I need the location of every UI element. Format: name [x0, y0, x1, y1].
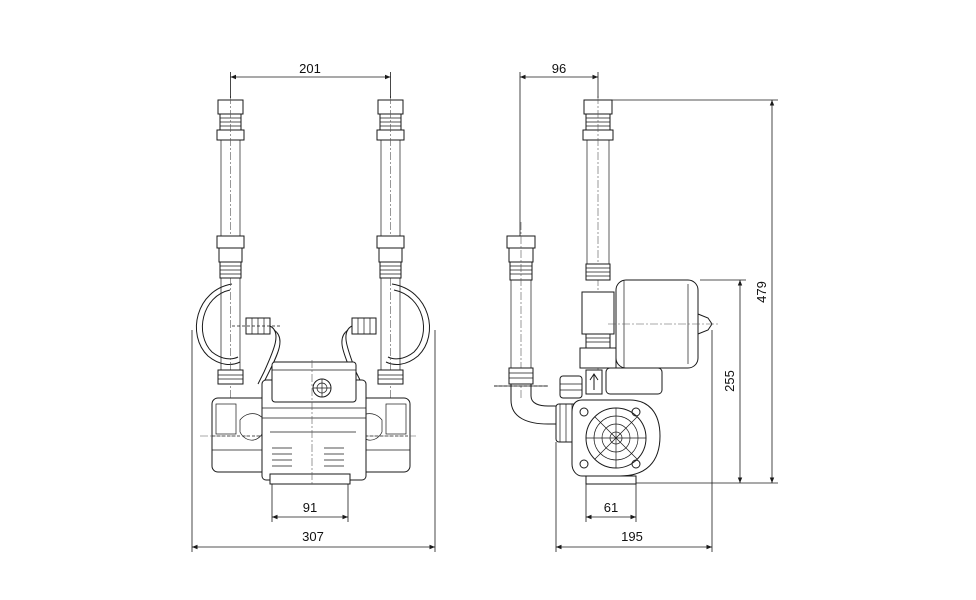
dimension-label-307: 307	[302, 529, 324, 544]
front-cable-connectors	[232, 317, 377, 387]
dimension-label-61: 61	[604, 500, 618, 515]
dimension-195: 195	[555, 330, 713, 552]
dimension-61: 61	[585, 484, 637, 522]
dimension-201: 201	[230, 61, 391, 98]
front-left-hose-loop	[195, 283, 241, 365]
side-pump-head	[555, 369, 661, 485]
front-right-pipe	[376, 96, 405, 400]
front-left-pipe	[216, 96, 245, 400]
dimension-label-96: 96	[552, 61, 566, 76]
dimension-label-195: 195	[621, 529, 643, 544]
front-right-hose-loop	[385, 283, 430, 365]
front-view	[195, 96, 430, 486]
side-tall-pipe	[579, 96, 617, 372]
dimension-96: 96	[519, 61, 599, 236]
dimension-479: 479	[612, 99, 778, 484]
side-motor	[605, 279, 720, 395]
side-short-pipe	[494, 222, 560, 425]
front-motor-body	[261, 360, 367, 486]
dimension-label-255: 255	[722, 370, 737, 392]
dimension-label-201: 201	[299, 61, 321, 76]
dimension-91: 91	[271, 484, 349, 522]
dimension-label-479: 479	[754, 281, 769, 303]
side-view	[494, 96, 720, 485]
dimension-307: 307	[191, 330, 436, 552]
dimension-label-91: 91	[303, 500, 317, 515]
dimension-255: 255	[700, 279, 746, 483]
